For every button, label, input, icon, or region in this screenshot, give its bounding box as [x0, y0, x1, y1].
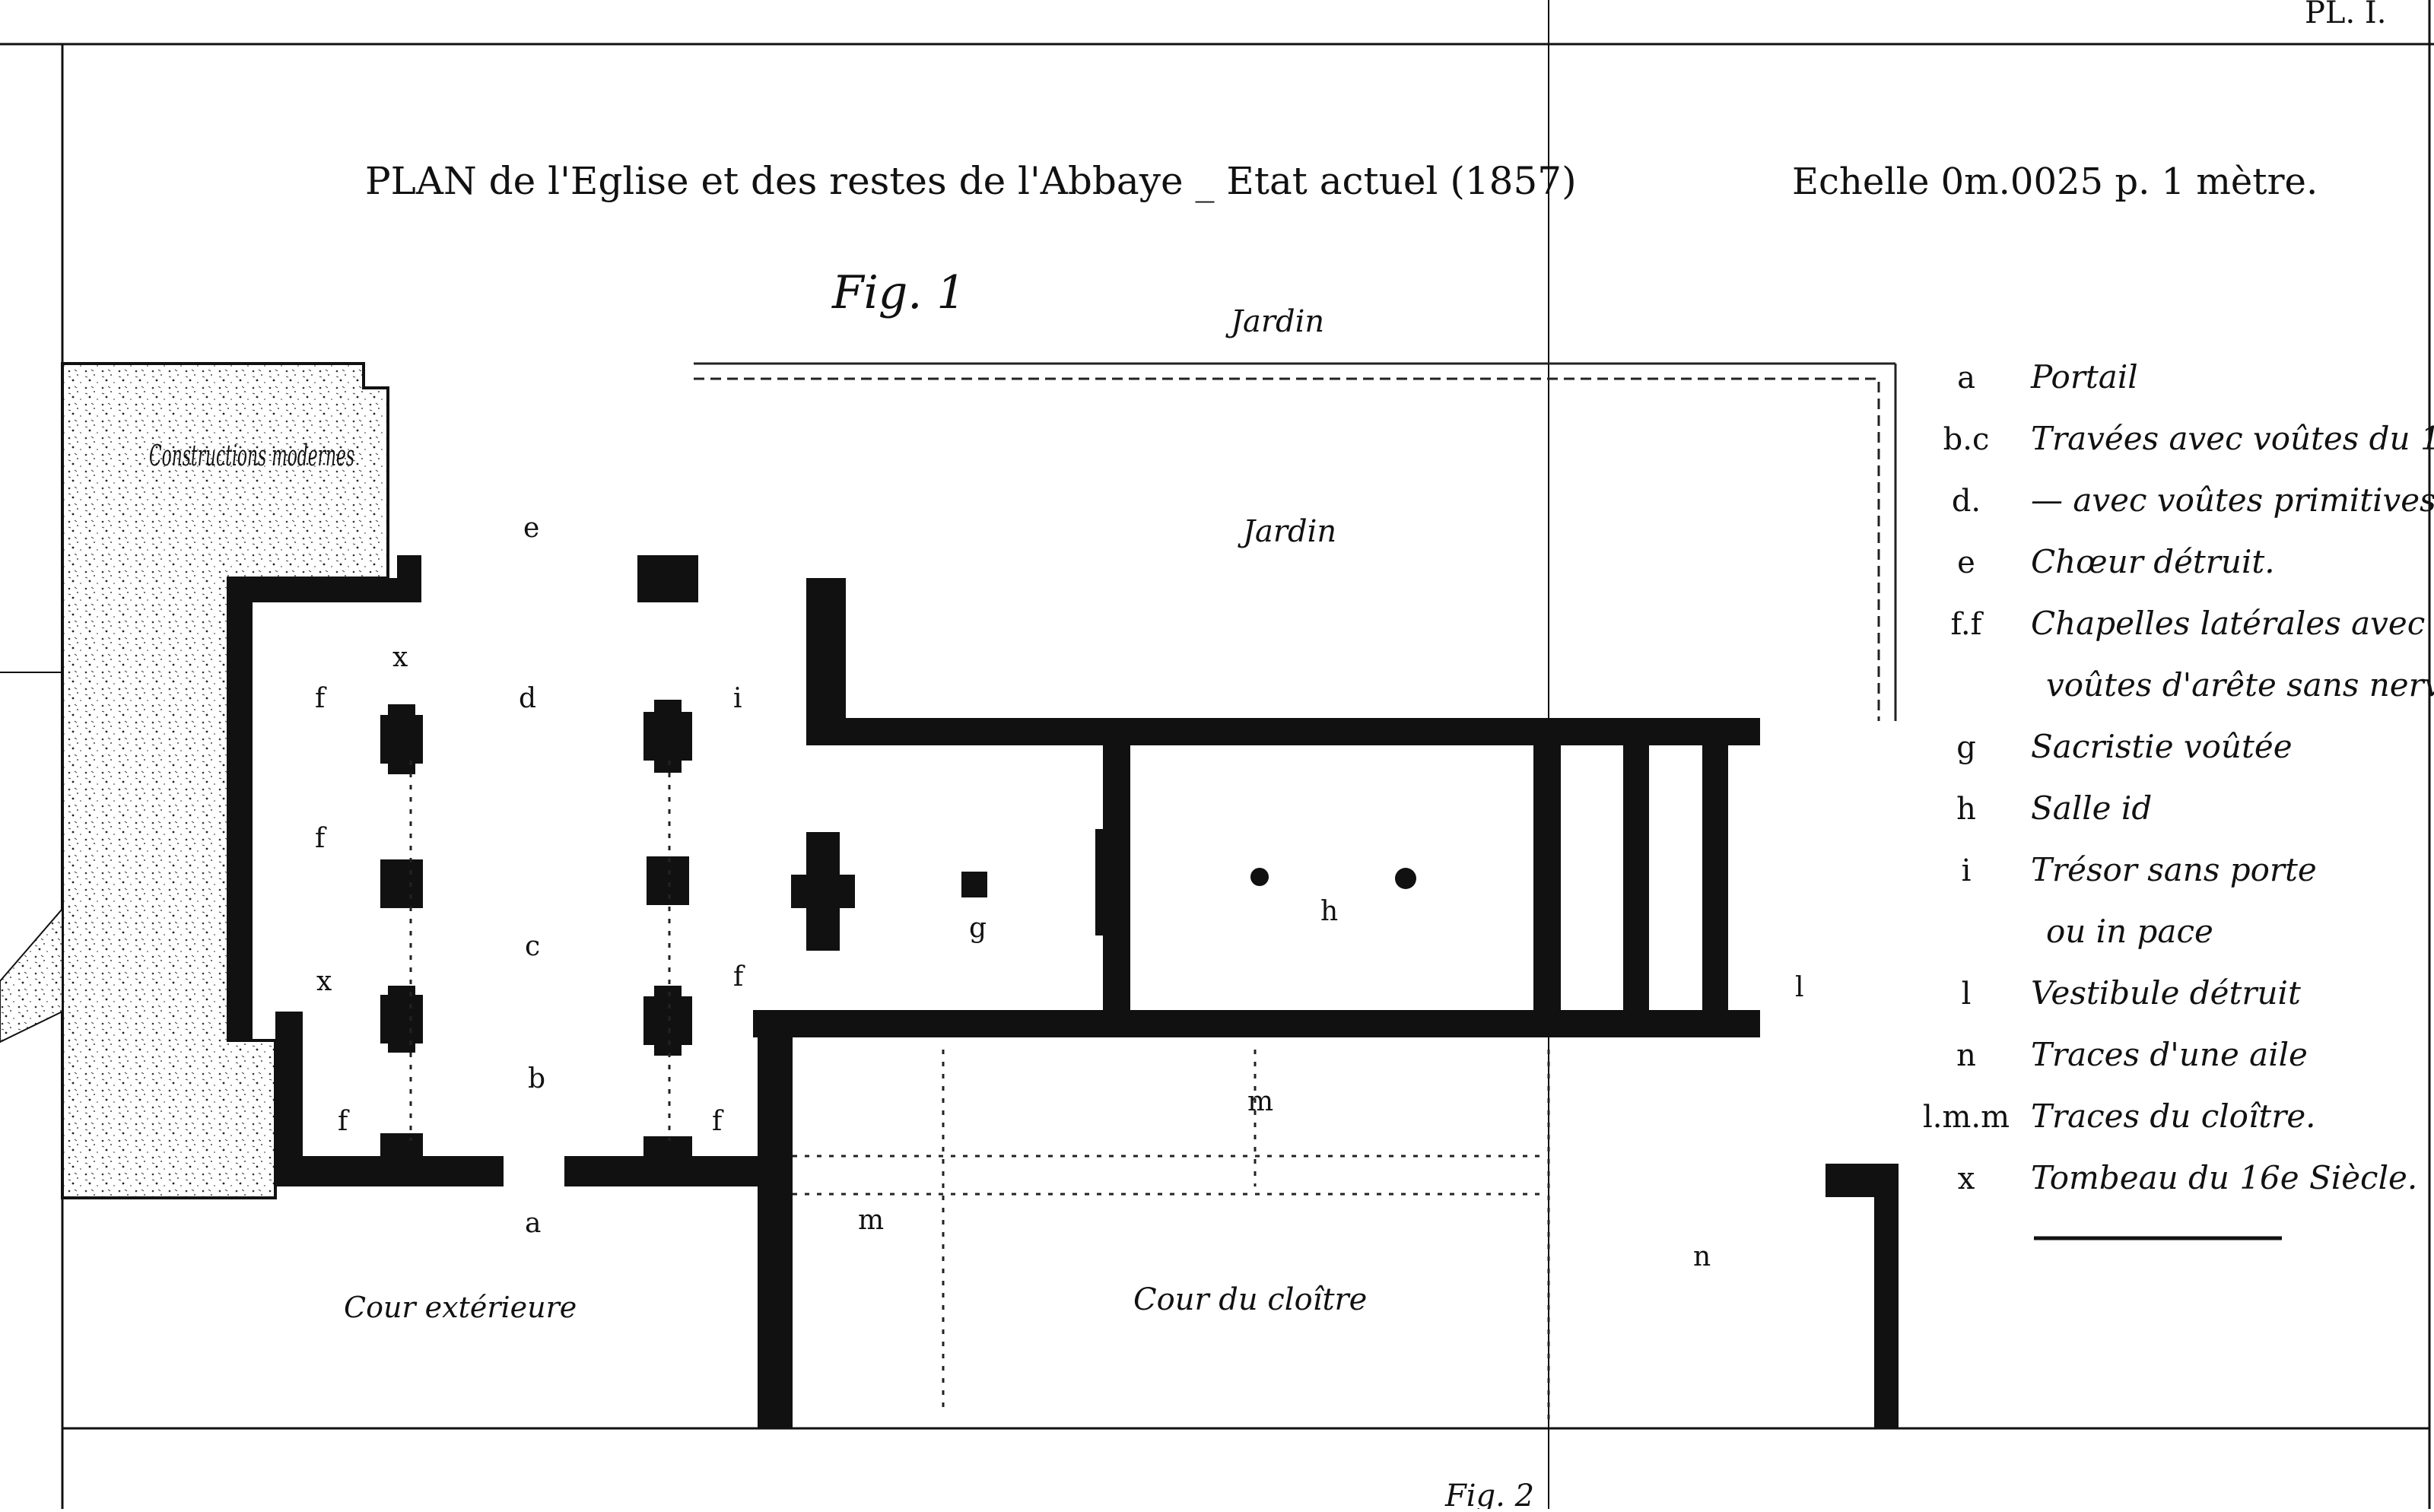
cloister-courtyard-label: Cour du cloître [1133, 1282, 1367, 1317]
legend-key: e [1957, 545, 1975, 580]
church-walls [228, 555, 1899, 1428]
legend-text: Traces d'une aile [2031, 1036, 2308, 1073]
legend-text: Vestibule détruit [2031, 974, 2301, 1012]
legend-text: Chapelles latérales avec [2031, 605, 2425, 642]
plan-letter-x: x [316, 966, 332, 997]
plan-letter-g: g [969, 913, 987, 944]
legend-key: f.f [1951, 607, 1984, 642]
cloister-traces [409, 761, 1550, 1422]
legend-key: d. [1952, 484, 1981, 519]
legend-key: b.c [1943, 422, 1990, 457]
plan-letter-f: f [712, 1106, 724, 1137]
garden-label-top: Jardin [1225, 304, 1324, 339]
garden-outline [694, 362, 1897, 721]
legend-text: Tombeau du 16e Siècle. [2031, 1159, 2417, 1196]
plan-letter-m: m [1247, 1086, 1273, 1117]
legend-key: l.m.m [1923, 1100, 2010, 1135]
plan-letter-f: f [733, 961, 745, 993]
legend-key: g [1956, 730, 1976, 765]
figure-label: Fig. 1 [831, 266, 966, 319]
legend-key: i [1962, 853, 1972, 888]
area-labels: Jardin Jardin Cour extérieure Cour du cl… [344, 304, 1367, 1324]
plate-number: PL. I. [2305, 0, 2386, 30]
left-fragment-hatch [0, 907, 63, 1043]
modern-constructions-area: Constructions modernes [61, 362, 389, 1199]
legend-text: ou in pace [2046, 913, 2213, 950]
plan-legend: a Portail b.c Travées avec voûtes du 16e S.… [1923, 358, 2434, 1196]
garden-label-middle: Jardin [1238, 514, 1336, 549]
plan-letter-c: c [525, 931, 540, 962]
plan-letter-a: a [525, 1208, 541, 1239]
legend-key: l [1962, 977, 1972, 1012]
plan-letter-m: m [858, 1205, 884, 1236]
legend-text: Sacristie voûtée [2031, 728, 2293, 765]
plan-letter-f: f [315, 823, 327, 854]
scale-label: Echelle 0m.0025 p. 1 mètre. [1792, 160, 2318, 203]
plan-letter-b: b [528, 1063, 545, 1094]
plan-letter-e: e [523, 513, 539, 544]
legend-key: n [1956, 1038, 1976, 1073]
plan-letter-n: n [1693, 1241, 1711, 1272]
legend-text: voûtes d'arête sans nervures [2046, 666, 2434, 704]
legend-text: Travées avec voûtes du 16e S. [2031, 420, 2434, 457]
plan-letters: e x d i f f c b f f f x g h m m n a l [315, 513, 1804, 1272]
lower-figure-label: Fig. 2 [1444, 1479, 1534, 1509]
constructions-label: Constructions modernes [149, 439, 354, 472]
legend-key: a [1957, 361, 1975, 395]
legend-key: h [1956, 792, 1976, 827]
plan-letter-d: d [519, 683, 536, 714]
legend-text: Chœur détruit. [2031, 543, 2275, 580]
plan-letter-x: x [392, 642, 408, 673]
legend-text: Portail [2030, 358, 2138, 395]
plan-letter-f: f [315, 683, 327, 714]
plan-letter-l: l [1795, 972, 1804, 1003]
plan-letter-f: f [338, 1106, 350, 1137]
plan-letter-h: h [1320, 896, 1338, 927]
legend-key: x [1958, 1161, 1975, 1196]
legend-text: — avec voûtes primitives. [2031, 481, 2434, 519]
plan-title: PLAN de l'Eglise et des restes de l'Abba… [365, 159, 1577, 203]
plan-letter-i: i [733, 683, 742, 714]
legend-text: Traces du cloître. [2031, 1097, 2316, 1135]
legend-text: Trésor sans porte [2031, 851, 2317, 888]
outer-courtyard-label: Cour extérieure [344, 1291, 577, 1324]
legend-text: Salle id [2031, 789, 2152, 827]
